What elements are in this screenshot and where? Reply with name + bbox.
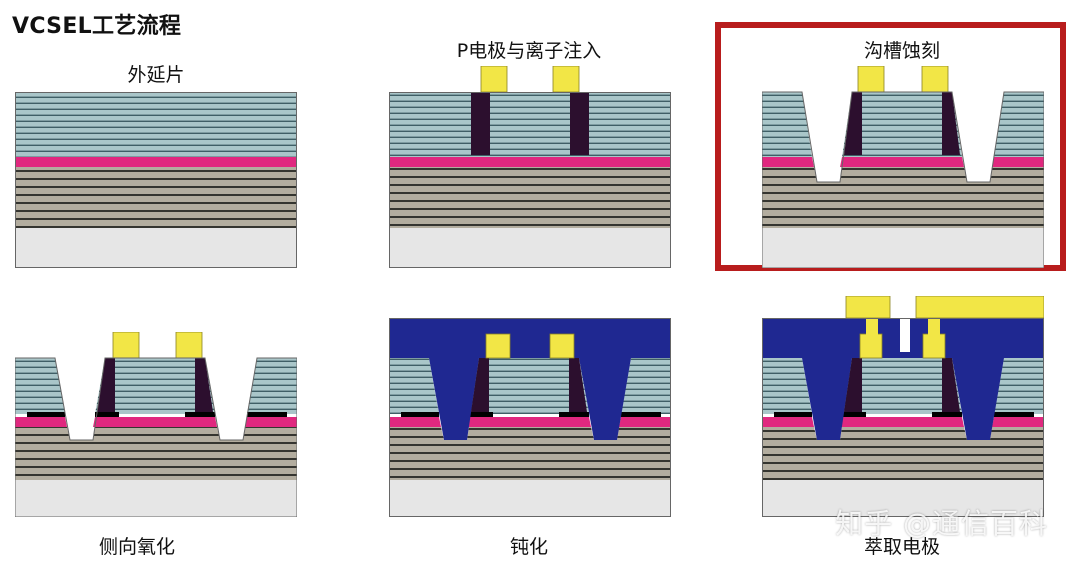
substrate: [389, 228, 671, 268]
bottom-dbr: [389, 167, 671, 228]
oxide-aperture-right: [185, 412, 215, 417]
p-electrode-left: [112, 332, 140, 359]
implant-region-right: [570, 92, 589, 155]
p-electrode-left: [480, 66, 508, 93]
p-electrode-right: [921, 66, 949, 93]
top-dbr: [389, 92, 671, 157]
trench-outline: [762, 91, 1044, 268]
oxide-layer-left: [27, 412, 65, 417]
p-electrode-right: [175, 332, 203, 359]
diagram-title: VCSEL工艺流程: [12, 14, 182, 39]
p-electrode-right: [922, 333, 946, 359]
p-electrode-right: [552, 66, 580, 93]
via-left: [866, 316, 878, 336]
p-electrode-left: [859, 333, 883, 359]
panel-lateral-oxidation: [15, 332, 297, 517]
implant-region-left: [471, 92, 490, 155]
oxide-layer-right: [247, 412, 287, 417]
step-label-p-electrode-implant: P电极与离子注入: [456, 40, 602, 62]
passivation-top: [389, 318, 671, 358]
active-layer: [15, 157, 297, 167]
passivation-trench-right: [579, 358, 631, 440]
oxide-aperture-left: [95, 412, 119, 417]
p-electrode-right: [549, 333, 575, 359]
extract-electrode-right: [915, 296, 1044, 319]
panel-trench-etch: [762, 66, 1044, 268]
implant-region-right: [942, 92, 960, 155]
panel-p-electrode-implant: [389, 66, 671, 268]
bottom-dbr: [15, 167, 297, 228]
p-electrode-left: [857, 66, 885, 93]
panel-passivation: [389, 318, 671, 517]
via-right: [928, 316, 940, 336]
implant-region-left: [844, 92, 862, 155]
step-label-epi-wafer: 外延片: [127, 64, 185, 86]
electrode-gap: [900, 318, 910, 352]
passivation-trench-left: [429, 358, 479, 440]
highlight-frame: [715, 22, 1066, 271]
panel-epi-wafer: [15, 92, 297, 268]
watermark: 知乎 @通信百科: [835, 507, 1048, 540]
p-electrode-left: [485, 333, 511, 359]
active-layer: [389, 157, 671, 167]
panel-extract-electrode: [762, 296, 1044, 517]
step-label-trench-etch: 沟槽蚀刻: [863, 40, 941, 62]
step-label-passivation: 钝化: [509, 536, 549, 558]
step-label-extract-electrode: 萃取电极: [863, 536, 941, 558]
top-dbr: [15, 92, 297, 157]
step-label-lateral-oxidation: 侧向氧化: [98, 536, 176, 558]
extract-electrode-left: [845, 296, 891, 319]
substrate: [15, 228, 297, 268]
